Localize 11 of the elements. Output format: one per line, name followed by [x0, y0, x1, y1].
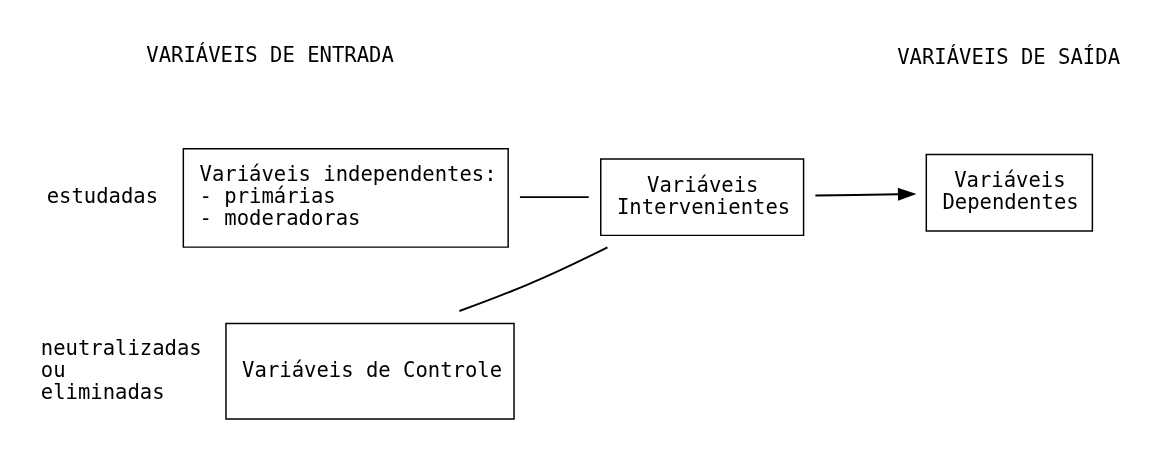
node-box: Variáveis Intervenientes [600, 158, 805, 237]
node-box: Variáveis de Controle [225, 322, 515, 420]
connector [458, 246, 609, 312]
node-label: neutralizadas ou eliminadas [40, 335, 202, 404]
connector [518, 196, 590, 199]
arrow [814, 187, 917, 201]
node-label: estudadas [46, 184, 159, 209]
label: VARIÁVEIS DE ENTRADA [146, 42, 394, 67]
node-box: Variáveis Dependentes [925, 153, 1094, 232]
label: VARIÁVEIS DE SAÍDA [897, 45, 1121, 70]
node-box: Variáveis independentes: - primárias - moderadoras [182, 147, 509, 248]
